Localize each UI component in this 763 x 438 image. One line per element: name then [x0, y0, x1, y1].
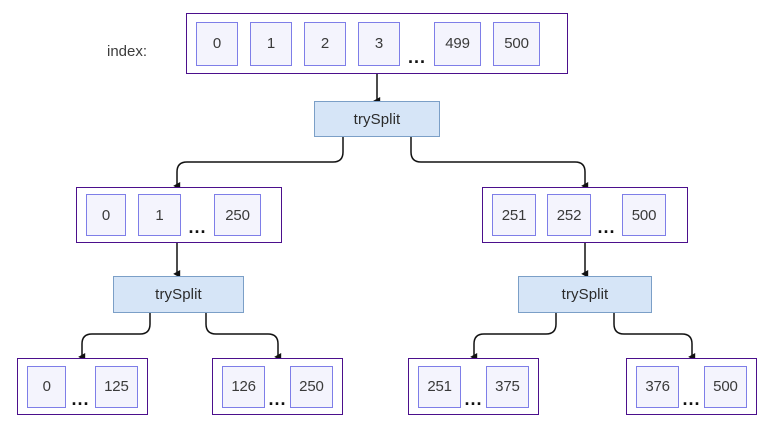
array-leaf-2: 126 ... 250 [212, 358, 343, 415]
array-leaf-1: 0 ... 125 [17, 358, 148, 415]
array-cell: 125 [94, 365, 138, 408]
edge-trysplit-left-to-leaf2 [205, 313, 282, 361]
array-cell: 0 [86, 194, 126, 236]
array-cell: 251 [418, 365, 462, 408]
edge-trysplit-left-to-leaf1 [78, 313, 151, 361]
array-ellipsis: ... [464, 388, 483, 409]
array-cell: 500 [703, 365, 748, 408]
array-cell: 252 [547, 194, 591, 236]
array-root: 0 1 2 3 ... 499 500 [186, 13, 568, 74]
edge-trysplit-right-to-leaf4 [613, 313, 696, 361]
array-ellipsis: ... [682, 388, 701, 409]
array-cell: 500 [493, 21, 540, 66]
array-leaf-3: 251 ... 375 [408, 358, 539, 415]
array-cell: 251 [492, 194, 536, 236]
array-cell: 1 [138, 194, 181, 236]
array-cell: 250 [214, 194, 261, 236]
array-cell: 375 [485, 365, 530, 408]
array-cell: 3 [358, 21, 400, 66]
array-cell: 2 [304, 21, 346, 66]
array-cell: 0 [196, 21, 238, 66]
edge-trysplit-to-left-array [173, 137, 344, 190]
edge-trysplit-to-right-array [410, 137, 589, 190]
edge-trysplit-right-to-leaf3 [470, 313, 557, 361]
array-ellipsis: ... [71, 388, 90, 409]
array-cell: 0 [27, 365, 67, 408]
array-right: 251 252 ... 500 [482, 187, 688, 243]
process-trysplit-right[interactable]: trySplit [518, 276, 652, 313]
array-cell: 500 [622, 194, 666, 236]
array-cell: 499 [434, 21, 481, 66]
array-leaf-4: 376 ... 500 [626, 358, 757, 415]
array-ellipsis: ... [268, 388, 287, 409]
array-ellipsis: ... [597, 217, 616, 238]
array-cell: 250 [289, 365, 334, 408]
process-trysplit-left[interactable]: trySplit [113, 276, 244, 313]
index-label: index: [107, 43, 148, 60]
array-cell: 376 [636, 365, 680, 408]
array-left: 0 1 ... 250 [76, 187, 282, 243]
array-ellipsis: ... [188, 217, 207, 238]
process-trysplit-root[interactable]: trySplit [314, 101, 440, 137]
array-cell: 126 [222, 365, 266, 408]
array-cell: 1 [250, 21, 292, 66]
array-ellipsis: ... [407, 46, 426, 67]
